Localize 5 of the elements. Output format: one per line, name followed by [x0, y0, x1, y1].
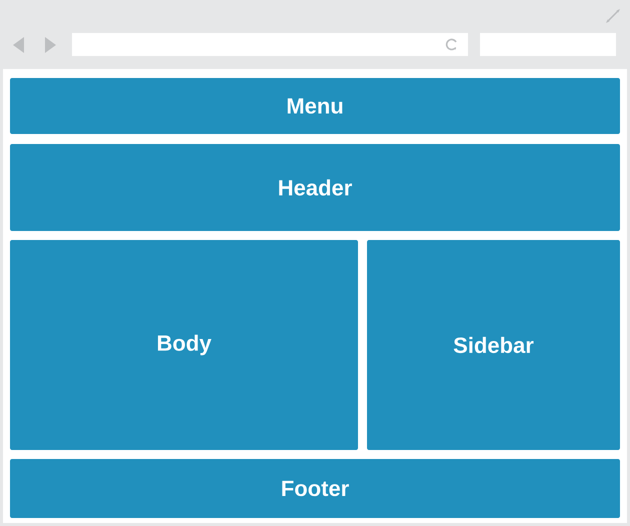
layout-box: Menu: [10, 78, 620, 134]
layout-box: Footer: [10, 459, 620, 518]
layout-box: Body: [10, 240, 358, 450]
layout-box: Header: [10, 144, 620, 231]
layout-box: Sidebar: [367, 240, 620, 450]
